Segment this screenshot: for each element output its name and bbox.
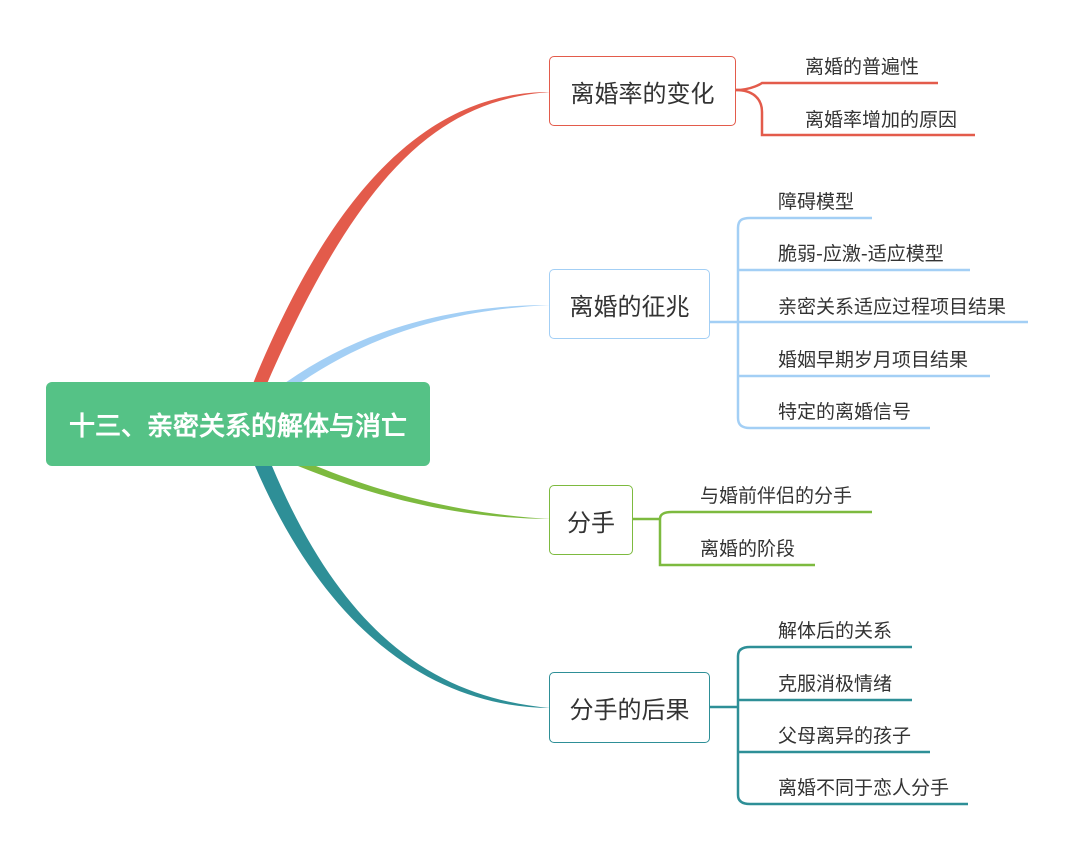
leaf-lines-2 (633, 510, 872, 567)
leaf-topic[interactable]: 亲密关系适应过程项目结果 (778, 296, 1007, 318)
leaf-lines-3 (710, 645, 968, 806)
leaf-topic[interactable]: 障碍模型 (778, 191, 855, 213)
leaf-topic[interactable]: 解体后的关系 (778, 620, 893, 642)
branch-label: 离婚率的变化 (570, 79, 715, 108)
branch-connector-2 (298, 466, 550, 519)
leaf-topic[interactable]: 脆弱-应激-适应模型 (778, 243, 944, 265)
leaf-topic[interactable]: 克服消极情绪 (778, 673, 893, 695)
branch-breakup[interactable]: 分手 (549, 485, 633, 555)
branch-connector-3 (255, 466, 550, 708)
branch-divorce-rate-change[interactable]: 离婚率的变化 (549, 56, 736, 126)
root-topic-label: 十三、亲密关系的解体与消亡 (68, 411, 407, 442)
branch-label: 分手 (567, 508, 615, 537)
branch-label: 分手的后果 (569, 696, 690, 724)
leaf-topic[interactable]: 与婚前伴侣的分手 (700, 485, 853, 507)
leaf-topic[interactable]: 特定的离婚信号 (778, 401, 912, 423)
leaf-topic[interactable]: 离婚的阶段 (700, 538, 796, 560)
root-topic[interactable]: 十三、亲密关系的解体与消亡 (46, 382, 430, 466)
branch-label: 离婚的征兆 (569, 292, 690, 321)
leaf-topic[interactable]: 离婚不同于恋人分手 (778, 777, 950, 799)
branch-connector-1 (285, 305, 550, 383)
leaf-topic[interactable]: 父母离异的孩子 (778, 725, 912, 747)
branch-divorce-signs[interactable]: 离婚的征兆 (549, 269, 710, 339)
leaf-topic[interactable]: 离婚率增加的原因 (805, 109, 958, 131)
branch-connector-0 (252, 92, 550, 386)
leaf-topic[interactable]: 婚姻早期岁月项目结果 (778, 349, 969, 371)
branch-breakup-consequences[interactable]: 分手的后果 (549, 672, 710, 743)
leaf-topic[interactable]: 离婚的普遍性 (805, 56, 920, 78)
leaf-lines-0 (735, 81, 975, 137)
leaf-lines-1 (710, 216, 1028, 430)
